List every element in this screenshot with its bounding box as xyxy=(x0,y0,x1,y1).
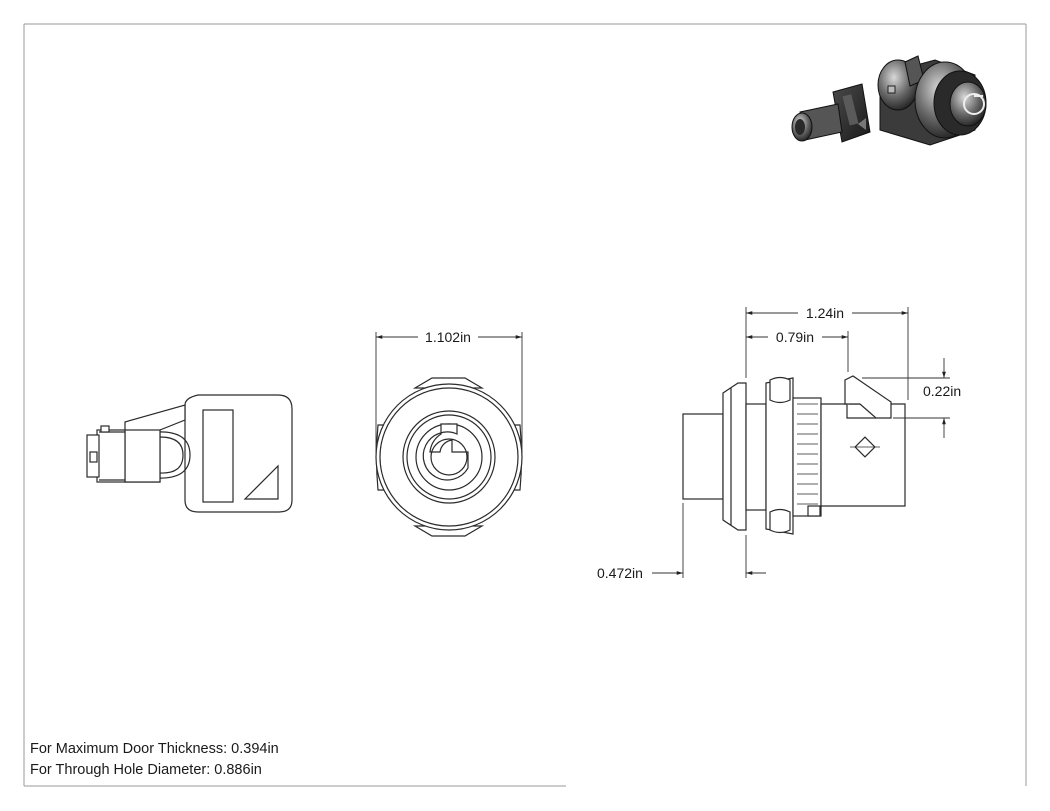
iso-3d-render xyxy=(791,55,987,146)
dim-body-length: 0.79in xyxy=(776,329,814,345)
notes-block: For Maximum Door Thickness: 0.394in For … xyxy=(30,739,279,781)
dim-overall-length: 1.24in xyxy=(806,305,844,321)
key-view xyxy=(86,394,293,513)
key-slot xyxy=(202,409,234,503)
keyway xyxy=(422,423,469,481)
dim-flange-offset: 0.472in xyxy=(597,565,643,581)
dimension-lines xyxy=(375,307,950,578)
front-view xyxy=(375,377,523,537)
dim-front-width: 1.102in xyxy=(425,329,471,345)
key-triangle xyxy=(243,464,279,500)
note-hole-diameter: For Through Hole Diameter: 0.886in xyxy=(30,762,262,778)
sheet-border xyxy=(23,23,1027,787)
side-view xyxy=(682,375,906,535)
dim-latch-height: 0.22in xyxy=(923,383,961,399)
note-door-thickness: For Maximum Door Thickness: 0.394in xyxy=(30,741,279,757)
